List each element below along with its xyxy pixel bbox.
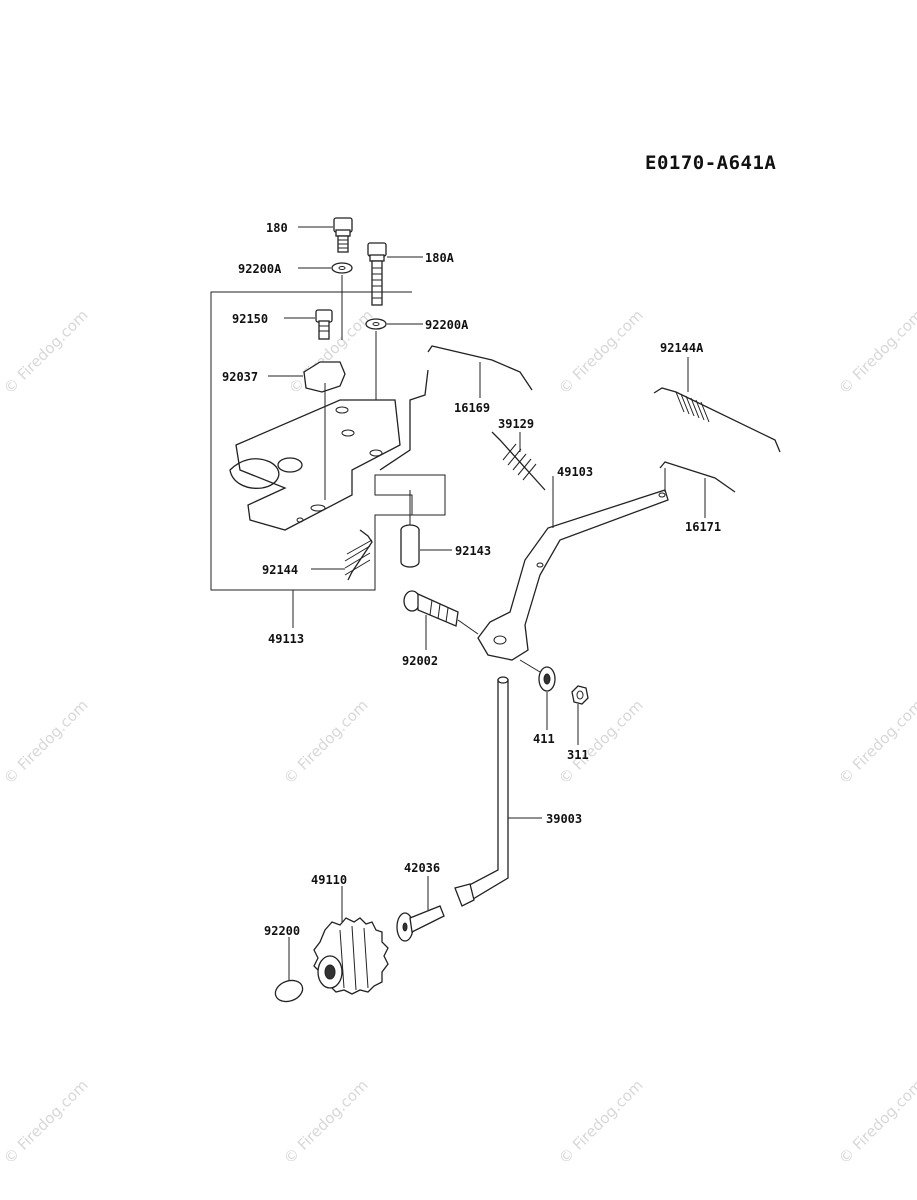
label-49113: 49113 bbox=[268, 632, 304, 646]
label-39129: 39129 bbox=[498, 417, 534, 431]
washer-92200a-right bbox=[365, 318, 387, 330]
label-16171: 16171 bbox=[685, 520, 721, 534]
bolt-92002 bbox=[403, 590, 459, 627]
washer-92200a-left bbox=[331, 262, 353, 274]
label-49103: 49103 bbox=[557, 465, 593, 479]
label-311: 311 bbox=[567, 748, 589, 762]
label-92200a-right: 92200A bbox=[425, 318, 469, 332]
link-rod-16171 bbox=[659, 461, 736, 493]
bolt-180a bbox=[367, 242, 387, 306]
clamp-92037 bbox=[303, 361, 346, 393]
label-411: 411 bbox=[533, 732, 555, 746]
label-92143: 92143 bbox=[455, 544, 491, 558]
assembly-bracket-49113 bbox=[210, 291, 446, 591]
label-92037: 92037 bbox=[222, 370, 258, 384]
label-39003: 39003 bbox=[546, 812, 582, 826]
collar-92143 bbox=[400, 524, 420, 568]
label-180: 180 bbox=[266, 221, 288, 235]
lever-49103 bbox=[477, 489, 669, 661]
diagram-code: E0170-A641A bbox=[645, 152, 777, 174]
washer-92200 bbox=[274, 979, 304, 1003]
link-rod-16169 bbox=[427, 345, 533, 391]
pin-42036 bbox=[396, 905, 445, 942]
spring-39129 bbox=[491, 431, 546, 491]
nut-311 bbox=[571, 685, 589, 705]
bolt-92150 bbox=[315, 309, 333, 340]
label-180a: 180A bbox=[425, 251, 455, 265]
spring-92144a bbox=[653, 387, 781, 453]
label-42036: 42036 bbox=[404, 861, 440, 875]
governor-plate bbox=[235, 399, 401, 531]
spring-92144 bbox=[344, 529, 373, 581]
shaft-39003 bbox=[454, 676, 509, 907]
bolt-180 bbox=[333, 217, 353, 253]
label-92144a: 92144A bbox=[660, 341, 704, 355]
label-92200: 92200 bbox=[264, 924, 300, 938]
label-92002: 92002 bbox=[402, 654, 438, 668]
gear-49110 bbox=[313, 917, 389, 995]
label-16169: 16169 bbox=[454, 401, 490, 415]
label-92200a-left: 92200A bbox=[238, 262, 282, 276]
label-92144: 92144 bbox=[262, 563, 298, 577]
label-92150: 92150 bbox=[232, 312, 268, 326]
label-49110: 49110 bbox=[311, 873, 347, 887]
